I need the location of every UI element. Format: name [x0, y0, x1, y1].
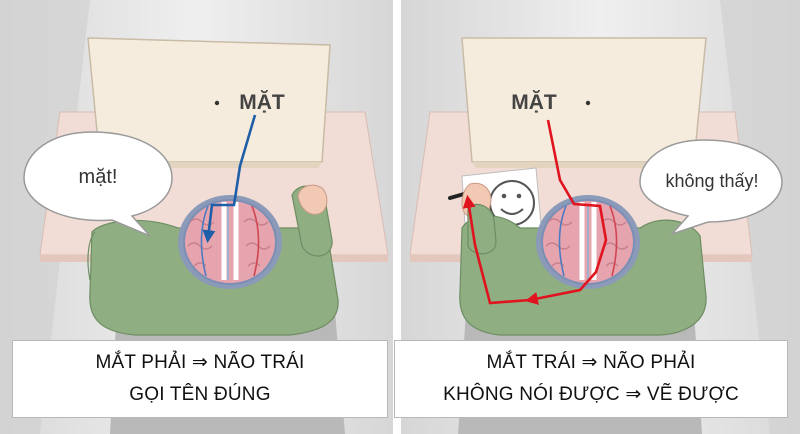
right-caption: MẮT TRÁI ⇒ NÃO PHẢI KHÔNG NÓI ĐƯỢC ⇒ VẼ …	[394, 340, 788, 418]
right-motor-path-arrow	[462, 194, 531, 305]
right-screen-base	[472, 162, 694, 168]
right-caption-line2: KHÔNG NÓI ĐƯỢC ⇒ VẼ ĐƯỢC	[443, 384, 739, 405]
right-caption-line1: MẮT TRÁI ⇒ NÃO PHẢI	[486, 352, 696, 373]
left-speech-text: mặt!	[79, 166, 118, 188]
left-brain-vessel-r	[251, 205, 260, 277]
right-speech-bubble	[639, 139, 783, 236]
left-brain-midline	[221, 202, 239, 280]
right-screen-word: MẶT	[511, 91, 557, 114]
smiley-eye-right	[516, 193, 522, 199]
left-caption-line2: GỌI TÊN ĐÚNG	[129, 384, 271, 405]
smiley-eye-left	[501, 193, 507, 199]
right-speech-text: không thấy!	[665, 171, 758, 191]
right-wall-shade	[720, 0, 800, 434]
right-fixation-dot	[585, 100, 591, 106]
left-caption: MẮT PHẢI ⇒ NÃO TRÁI GỌI TÊN ĐÚNG	[12, 340, 388, 418]
left-brain-vessel	[200, 205, 209, 277]
smiley-mouth	[500, 208, 524, 215]
right-brain-midline	[579, 202, 597, 280]
left-brain	[183, 199, 277, 285]
left-fixation-dot	[214, 100, 220, 106]
panel-divider	[393, 0, 401, 434]
right-visual-path-arrow	[524, 119, 608, 305]
left-speech-bubble	[23, 131, 173, 237]
left-caption-line1: MẮT PHẢI ⇒ NÃO TRÁI	[95, 352, 305, 373]
right-brain-folds-a	[545, 218, 573, 267]
left-screen-word: MẶT	[239, 91, 285, 114]
left-left-arm	[87, 231, 96, 281]
left-hand	[297, 184, 328, 215]
right-brain-vessel-r	[609, 205, 618, 277]
right-panel: MẶT không thấy!	[401, 0, 800, 434]
right-brain-vessel	[558, 205, 567, 277]
left-visual-path-arrow	[202, 114, 257, 244]
right-screen	[461, 37, 707, 163]
